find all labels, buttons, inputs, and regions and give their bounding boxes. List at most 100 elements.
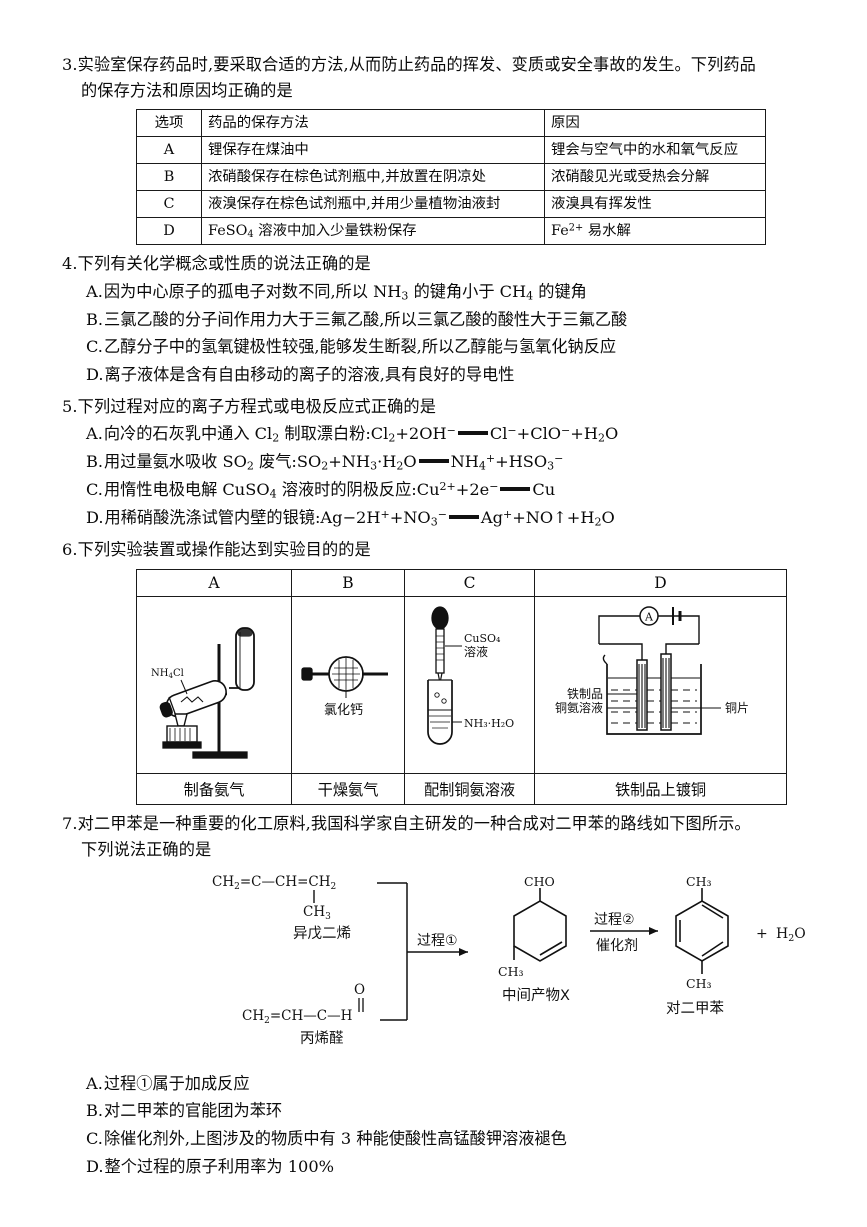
intermediate-cho-label: CHO	[524, 874, 555, 889]
product-ch3-bottom-label: CH₃	[686, 976, 711, 991]
option-letter: A.	[86, 1073, 103, 1093]
arrow-2-label-bottom: 催化剂	[596, 938, 638, 954]
option-letter: A.	[86, 424, 103, 444]
question-6-stem: 6.下列实验装置或操作能达到实验目的的是	[62, 537, 852, 563]
option-text: 过程①属于加成反应	[103, 1073, 250, 1093]
option-text: 整个过程的原子利用率为 100%	[104, 1157, 335, 1177]
question-4-stem-line1: 下列有关化学概念或性质的说法正确的是	[77, 254, 371, 274]
question-4-stem: 4.下列有关化学概念或性质的说法正确的是	[62, 251, 852, 277]
option-letter: A.	[86, 281, 103, 301]
synthesis-scheme-diagram: CH2=C—CH=CH2 CH3 异戊二烯 O CH2=CH—C—H 丙烯醛 过…	[62, 868, 852, 1068]
question-3: 3.实验室保存药品时,要采取合适的方法,从而防止药品的挥发、变质或安全事故的发生…	[62, 52, 852, 246]
row-reason: 浓硝酸见光或受热会分解	[544, 163, 766, 192]
row-method: FeSO4 溶液中加入少量铁粉保存	[201, 217, 545, 246]
figure-c-wrap: CuSO₄ 溶液 NH₃·H₂O	[407, 601, 532, 769]
reactant-acrolein-formula: CH2=CH—C—H	[242, 1008, 353, 1026]
question-7-stem-line1: 对二甲苯是一种重要的化工原料,我国科学家自主研发的一种合成对二甲苯的路线如下图所…	[77, 814, 751, 834]
header-option: 选项	[136, 109, 202, 138]
row-option: C	[136, 190, 202, 219]
question-4-number: 4.	[62, 254, 78, 274]
figure-a-label: NH4Cl	[151, 668, 184, 680]
option-text: 离子液体是含有自由移动的离子的溶液,具有良好的导电性	[104, 365, 515, 385]
table-row: A 锂保存在煤油中 锂会与空气中的水和氧气反应	[136, 136, 766, 165]
header-a: A	[136, 569, 292, 598]
question-5: 5.下列过程对应的离子方程式或电极反应式正确的是 A.向冷的石灰乳中通入 Cl2…	[62, 394, 852, 532]
question-7-stem: 7.对二甲苯是一种重要的化工原料,我国科学家自主研发的一种合成对二甲苯的路线如下…	[62, 811, 852, 863]
apparatus-header-row: A B C D	[136, 569, 787, 598]
row-method: 浓硝酸保存在棕色试剂瓶中,并放置在阴凉处	[201, 163, 545, 192]
row-option: D	[136, 217, 202, 246]
drying-tube-apparatus-icon: 氯化钙	[301, 656, 388, 718]
figure-b-label: 氯化钙	[324, 703, 363, 718]
question-4-option-d: D.离子液体是含有自由移动的离子的溶液,具有良好的导电性	[62, 361, 852, 389]
electroplating-apparatus-icon: A	[555, 606, 749, 735]
option-letter: C.	[86, 337, 103, 357]
figure-b-wrap: 氯化钙	[294, 601, 402, 769]
caption-d: 铁制品上镀铜	[534, 773, 787, 806]
product-ch3-top-label: CH₃	[686, 874, 711, 889]
caption-a: 制备氨气	[136, 773, 292, 806]
row-reason: Fe2+ 易水解	[544, 217, 766, 246]
intermediate-ch3-label: CH₃	[498, 964, 523, 979]
table-header-row: 选项 药品的保存方法 原因	[136, 109, 766, 138]
figure-d-wrap: A	[537, 601, 784, 769]
ammonia-generation-apparatus-icon: NH4Cl	[151, 627, 255, 759]
apparatus-caption-row: 制备氨气 干燥氨气 配制铜氨溶液 铁制品上镀铜	[136, 773, 787, 806]
header-reason: 原因	[544, 109, 766, 138]
question-7-option-c: C.除催化剂外,上图涉及的物质中有 3 种能使酸性高锰酸钾溶液褪色	[62, 1125, 852, 1153]
caption-b: 干燥氨气	[291, 773, 405, 806]
table-row: B 浓硝酸保存在棕色试剂瓶中,并放置在阴凉处 浓硝酸见光或受热会分解	[136, 163, 766, 192]
question-3-stem-line2: 的保存方法和原因均正确的是	[81, 81, 293, 101]
option-text: 乙醇分子中的氢氧键极性较强,能够发生断裂,所以乙醇能与氢氧化钠反应	[103, 337, 617, 357]
question-7-stem-line2: 下列说法正确的是	[81, 840, 212, 860]
question-3-number: 3.	[62, 55, 78, 74]
reactant-isoprene-name: 异戊二烯	[293, 925, 351, 942]
question-4-option-a: A.因为中心原子的孤电子对数不同,所以 NH3 的键角小于 CH4 的键角	[62, 278, 852, 306]
question-4-option-c: C.乙醇分子中的氢氧键极性较强,能够发生断裂,所以乙醇能与氢氧化钠反应	[62, 333, 852, 361]
option-letter: C.	[86, 480, 103, 500]
option-letter: D.	[86, 507, 104, 527]
apparatus-cell-a: NH4Cl	[136, 596, 292, 775]
option-text: 向冷的石灰乳中通入 Cl2 制取漂白粉:Cl2+2OH−Cl−+ClO−+H2O	[103, 424, 619, 445]
option-text: 用惰性电极电解 CuSO4 溶液时的阴极反应:Cu2++2e−Cu	[103, 480, 556, 501]
row-reason: 液溴具有挥发性	[544, 190, 766, 219]
product-name: 对二甲苯	[666, 1000, 724, 1017]
row-option: B	[136, 163, 202, 192]
option-text: 对二甲苯的官能团为苯环	[104, 1101, 283, 1121]
table-row: C 液溴保存在棕色试剂瓶中,并用少量植物油液封 液溴具有挥发性	[136, 190, 766, 219]
question-7-option-b: B.对二甲苯的官能团为苯环	[62, 1097, 852, 1125]
question-5-stem: 5.下列过程对应的离子方程式或电极反应式正确的是	[62, 394, 852, 420]
apparatus-cell-b: 氯化钙	[291, 596, 405, 775]
option-text: 因为中心原子的孤电子对数不同,所以 NH3 的键角小于 CH4 的键角	[103, 281, 587, 303]
reactant-isoprene-branch: CH3	[303, 904, 331, 922]
question-6: 6.下列实验装置或操作能达到实验目的的是 A B C D	[62, 537, 852, 806]
option-letter: D.	[86, 365, 104, 385]
header-method: 药品的保存方法	[201, 109, 545, 138]
option-letter: B.	[86, 452, 104, 472]
figure-d-label-solution: 铜氨溶液	[555, 700, 603, 715]
arrow-1-label: 过程①	[417, 933, 458, 949]
question-5-option-a: A.向冷的石灰乳中通入 Cl2 制取漂白粉:Cl2+2OH−Cl−+ClO−+H…	[62, 420, 852, 448]
question-6-stem-line1: 下列实验装置或操作能达到实验目的的是	[77, 539, 371, 559]
question-4: 4.下列有关化学概念或性质的说法正确的是 A.因为中心原子的孤电子对数不同,所以…	[62, 251, 852, 389]
figure-d-label-iron: 铁制品	[567, 687, 603, 701]
row-reason: 锂会与空气中的水和氧气反应	[544, 136, 766, 165]
question-7: 7.对二甲苯是一种重要的化工原料,我国科学家自主研发的一种合成对二甲苯的路线如下…	[62, 811, 852, 1181]
intermediate-name: 中间产物X	[502, 987, 570, 1004]
reactant-isoprene-formula: CH2=C—CH=CH2	[212, 874, 336, 892]
question-7-option-d: D.整个过程的原子利用率为 100%	[62, 1153, 852, 1181]
figure-a-wrap: NH4Cl	[139, 601, 289, 769]
header-d: D	[534, 569, 787, 598]
copper-ammonia-preparation-icon: CuSO₄ 溶液 NH₃·H₂O	[426, 606, 514, 745]
scheme-plus-sign: +	[756, 926, 768, 942]
drug-storage-table: 选项 药品的保存方法 原因 A 锂保存在煤油中 锂会与空气中的水和氧气反应 B …	[136, 109, 766, 246]
question-5-option-c: C.用惰性电极电解 CuSO4 溶液时的阴极反应:Cu2++2e−Cu	[62, 476, 852, 504]
table-row: D FeSO4 溶液中加入少量铁粉保存 Fe2+ 易水解	[136, 217, 766, 246]
question-7-option-a: A.过程①属于加成反应	[62, 1070, 852, 1098]
byproduct-water-label: H2O	[776, 926, 806, 944]
reactant-acrolein-carbonyl: O	[354, 982, 365, 998]
question-3-stem-line1: 实验室保存药品时,要采取合适的方法,从而防止药品的挥发、变质或安全事故的发生。下…	[77, 55, 756, 74]
question-3-stem: 3.实验室保存药品时,要采取合适的方法,从而防止药品的挥发、变质或安全事故的发生…	[62, 52, 852, 104]
